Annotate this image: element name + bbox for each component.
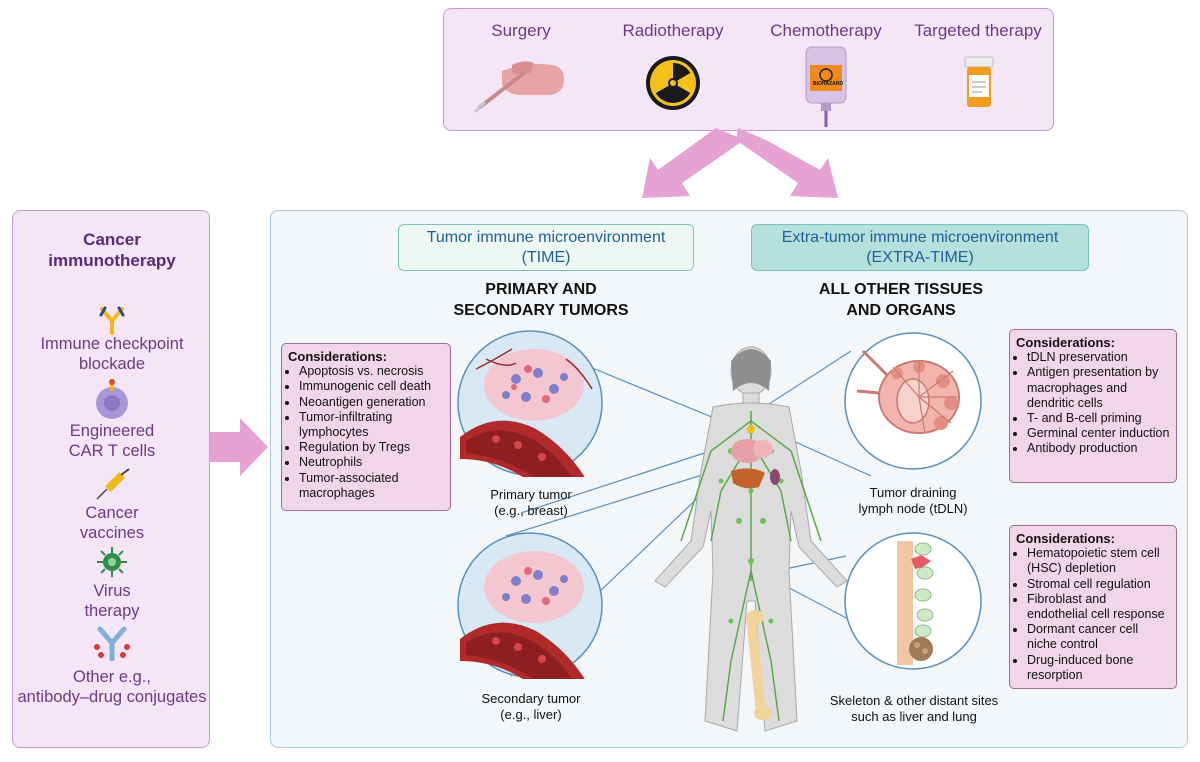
- secondary-tumor-caption-line1: Secondary tumor: [481, 691, 581, 706]
- immunotherapy-title-line2: immunotherapy: [48, 251, 176, 270]
- considerations-skeleton-item: Hematopoietic stem cell (HSC) depletion: [1027, 546, 1170, 576]
- checkpoint-line1: Immune checkpoint: [40, 335, 184, 353]
- pill-bottle-icon: [964, 56, 994, 107]
- scalpel-hand-icon: [474, 61, 564, 113]
- car-t-cell-icon: [96, 379, 128, 419]
- extra-time-box: Extra-tumor immune microenvironment (EXT…: [751, 224, 1089, 271]
- considerations-tdln: Considerations: tDLN preservation Antige…: [1009, 329, 1177, 483]
- primary-tumor-caption-line2: (e.g., breast): [494, 503, 568, 518]
- car-t-line1: Engineered: [69, 422, 155, 440]
- lymph-node-illustration: [844, 332, 982, 470]
- tdln-caption-line1: Tumor draining: [869, 485, 957, 500]
- tdln-caption: Tumor draining lymph node (tDLN): [843, 485, 983, 517]
- secondary-tumor-illustration: [457, 532, 603, 679]
- considerations-tdln-title: Considerations:: [1016, 335, 1115, 350]
- arrow-to-extra-time-icon: [736, 128, 838, 198]
- virus-line2: therapy: [84, 602, 140, 620]
- considerations-tumor-item: Neutrophils: [299, 455, 444, 470]
- antibody-icon: [99, 306, 125, 335]
- primary-tumor-caption-line1: Primary tumor: [490, 487, 572, 502]
- other-heading-line1: ALL OTHER TISSUES: [818, 281, 984, 298]
- considerations-tdln-item: Antigen presentation by macrophages and …: [1027, 365, 1170, 411]
- radiation-icon: [646, 56, 700, 110]
- considerations-tumor-item: Tumor-infiltrating lymphocytes: [299, 410, 444, 440]
- time-box: Tumor immune microenvironment (TIME): [398, 224, 694, 271]
- radiotherapy-label: Radiotherapy: [622, 21, 724, 40]
- extra-time-box-line1: Extra-tumor immune microenvironment: [781, 229, 1059, 246]
- secondary-tumor-caption-line2: (e.g., liver): [500, 707, 562, 722]
- iv-bag-icon: [805, 46, 847, 127]
- skeleton-caption: Skeleton & other distant sites such as l…: [819, 693, 1009, 725]
- time-box-line2: (TIME): [521, 249, 571, 266]
- considerations-tdln-item: tDLN preservation: [1027, 350, 1170, 365]
- car-t-line2: CAR T cells: [68, 442, 156, 460]
- extra-time-box-line2: (EXTRA-TIME): [866, 249, 974, 266]
- considerations-tdln-item: Antibody production: [1027, 441, 1170, 456]
- considerations-skeleton-item: Fibroblast and endothelial cell response: [1027, 592, 1170, 622]
- microenvironment-panel: Tumor immune microenvironment (TIME) Ext…: [270, 210, 1188, 748]
- virus-icon: [97, 547, 127, 577]
- considerations-tdln-item: Germinal center induction: [1027, 426, 1170, 441]
- immunotherapy-arrow-icon: [210, 418, 268, 476]
- considerations-tumor-item: Neoantigen generation: [299, 395, 444, 410]
- antibody-drug-conjugate-icon: [94, 626, 130, 661]
- tdln-caption-line2: lymph node (tDLN): [858, 501, 968, 516]
- secondary-tumor-caption: Secondary tumor (e.g., liver): [461, 691, 601, 723]
- primary-heading-line1: PRIMARY AND: [485, 281, 597, 298]
- conventional-therapy-panel: Surgery Radiotherapy Chemotherapy Target…: [443, 8, 1054, 131]
- primary-heading: PRIMARY AND SECONDARY TUMORS: [411, 279, 671, 321]
- considerations-tdln-item: T- and B-cell priming: [1027, 411, 1170, 426]
- primary-heading-line2: SECONDARY TUMORS: [453, 302, 629, 319]
- bone-marrow-illustration: [844, 532, 982, 670]
- considerations-tumor: Considerations: Apoptosis vs. necrosis I…: [281, 343, 451, 511]
- other-heading-line2: AND ORGANS: [846, 302, 956, 319]
- virus-line1: Virus: [93, 582, 131, 600]
- human-body-lymphatic-illustration: [654, 346, 848, 732]
- immunotherapy-title-line1: Cancer: [83, 230, 141, 249]
- considerations-tumor-title: Considerations:: [288, 349, 387, 364]
- skeleton-caption-line1: Skeleton & other distant sites: [829, 693, 999, 708]
- therapy-arrows: [642, 128, 838, 198]
- other-line1: Other e.g.,: [73, 668, 151, 686]
- other-line2: antibody–drug conjugates: [17, 688, 207, 706]
- considerations-skeleton-item: Drug-induced bone resorption: [1027, 653, 1170, 683]
- considerations-tumor-item: Regulation by Tregs: [299, 440, 444, 455]
- considerations-tumor-item: Apoptosis vs. necrosis: [299, 364, 444, 379]
- immunotherapy-panel: Cancer immunotherapy Immune checkpoint b…: [12, 210, 210, 748]
- targeted-therapy-label: Targeted therapy: [914, 21, 1042, 40]
- considerations-skeleton-item: Dormant cancer cell niche control: [1027, 622, 1170, 652]
- biohazard-text: BIOHAZARD: [813, 81, 843, 87]
- considerations-skeleton-item: Stromal cell regulation: [1027, 577, 1170, 592]
- primary-tumor-caption: Primary tumor (e.g., breast): [461, 487, 601, 519]
- chemotherapy-label: Chemotherapy: [770, 21, 882, 40]
- syringe-icon: [96, 468, 130, 500]
- vaccines-line1: Cancer: [85, 504, 139, 522]
- considerations-skeleton: Considerations: Hematopoietic stem cell …: [1009, 525, 1177, 689]
- time-box-line1: Tumor immune microenvironment: [426, 229, 666, 246]
- checkpoint-line2: blockade: [78, 355, 146, 373]
- considerations-skeleton-title: Considerations:: [1016, 531, 1115, 546]
- arrow-to-time-icon: [642, 128, 744, 198]
- vaccines-line2: vaccines: [79, 524, 145, 542]
- other-heading: ALL OTHER TISSUES AND ORGANS: [771, 279, 1031, 321]
- surgery-label: Surgery: [491, 21, 551, 40]
- considerations-tumor-item: Immunogenic cell death: [299, 379, 444, 394]
- skeleton-caption-line2: such as liver and lung: [851, 709, 977, 724]
- primary-tumor-illustration: [457, 330, 603, 477]
- considerations-tumor-item: Tumor-associated macrophages: [299, 471, 444, 501]
